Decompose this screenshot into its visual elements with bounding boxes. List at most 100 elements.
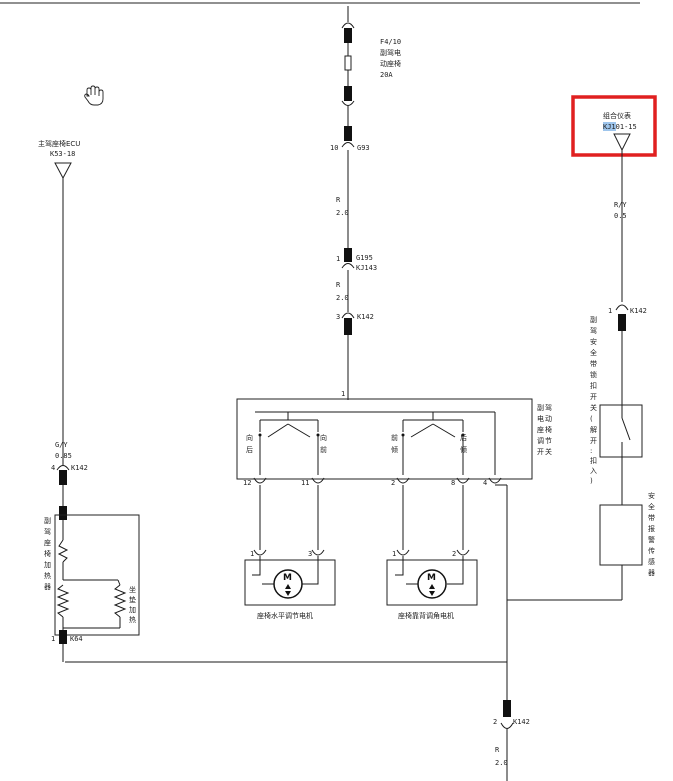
cluster-pin-highlight bbox=[603, 122, 616, 131]
svg-text:开: 开 bbox=[537, 448, 544, 456]
switch3-label-a: 前 bbox=[391, 433, 398, 442]
switch-pin-11: 11 bbox=[301, 479, 309, 487]
svg-text:椅: 椅 bbox=[44, 549, 51, 558]
svg-text:带: 带 bbox=[590, 360, 597, 368]
switch1-label-a: 向 bbox=[246, 433, 253, 442]
svg-text:加: 加 bbox=[129, 605, 136, 614]
wire2-color: R bbox=[336, 281, 341, 289]
svg-text:3: 3 bbox=[308, 550, 312, 558]
svg-text:报: 报 bbox=[648, 524, 655, 533]
svg-text:2: 2 bbox=[452, 550, 456, 558]
heater-pad-label: 坐 垫 加 热 bbox=[129, 585, 136, 624]
svg-text:热: 热 bbox=[129, 615, 136, 624]
wire2-size: 2.0 bbox=[336, 294, 349, 302]
cluster-branch: 组合仪表 KJ101-15 R/Y 0.5 1 K142 bbox=[571, 95, 657, 405]
motor-backrest: 1 2 M 座椅靠背调角电机 bbox=[386, 549, 478, 620]
svg-text:安: 安 bbox=[648, 491, 655, 500]
switch-pin-2: 2 bbox=[391, 479, 395, 487]
switch3-label-b: 倾 bbox=[391, 445, 398, 454]
svg-text:警: 警 bbox=[648, 535, 655, 544]
switch4-label-b: 倾 bbox=[460, 445, 467, 454]
k64-pin: 1 bbox=[51, 635, 55, 643]
svg-text:关: 关 bbox=[545, 447, 552, 456]
svg-text:座: 座 bbox=[537, 425, 544, 434]
svg-text:驾: 驾 bbox=[590, 326, 597, 335]
wire4-color: R/Y bbox=[614, 201, 627, 209]
svg-text:安: 安 bbox=[590, 337, 597, 346]
seat-switch-box: 向 后 向 前 前 倾 后 倾 副 驾 电 动 座 椅 调 节 开 关 12 bbox=[236, 398, 552, 487]
switch2-label-b: 前 bbox=[320, 445, 327, 454]
belt-sensor: 安 全 带 报 警 传 感 器 bbox=[599, 491, 655, 600]
kj143-label: KJ143 bbox=[356, 264, 377, 272]
k142a-label: K142 bbox=[357, 313, 374, 321]
switch-box-label: 副 驾 电 动 座 椅 调 节 开 关 bbox=[537, 403, 552, 456]
ground-bus bbox=[65, 484, 622, 700]
motor2-name: 座椅靠背调角电机 bbox=[398, 611, 454, 620]
hand-cursor-icon bbox=[84, 85, 104, 106]
sensor-label: 安 全 带 报 警 传 感 器 bbox=[648, 491, 655, 577]
svg-text:副: 副 bbox=[590, 315, 597, 324]
svg-text:全: 全 bbox=[648, 502, 655, 511]
fuse-name-l2: 动座椅 bbox=[380, 59, 401, 68]
k64-label: K64 bbox=[70, 635, 83, 643]
svg-text:1: 1 bbox=[250, 550, 254, 558]
g195-pin: 1 bbox=[336, 255, 340, 263]
buckle-label: 副 驾 安 全 带 锁 扣 开 关 ( 解 开 : 扣 入 ) bbox=[590, 315, 597, 485]
g93-label: G93 bbox=[357, 144, 370, 152]
switch-pin-12: 12 bbox=[243, 479, 251, 487]
ecu-pin: K53-18 bbox=[50, 150, 75, 158]
wire4-size: 0.5 bbox=[614, 212, 627, 220]
fuse-name-l1: 副驾电 bbox=[380, 48, 401, 57]
k142a-pin: 3 bbox=[336, 313, 340, 321]
switch2-label-a: 向 bbox=[320, 433, 327, 442]
svg-text:坐: 坐 bbox=[129, 585, 136, 594]
svg-text:驾: 驾 bbox=[545, 403, 552, 412]
switch1-label-b: 后 bbox=[246, 445, 253, 454]
cluster-terminal-icon bbox=[613, 133, 631, 152]
wire3-color: G/Y bbox=[55, 441, 68, 449]
wire1-size: 2.0 bbox=[336, 209, 349, 217]
k142c-label: K142 bbox=[630, 307, 647, 315]
wire5-color: R bbox=[495, 746, 500, 754]
cluster-pin: KJ101-15 bbox=[603, 123, 637, 131]
svg-text:开: 开 bbox=[590, 393, 597, 401]
svg-text:垫: 垫 bbox=[129, 595, 136, 604]
fuse-symbol bbox=[344, 55, 352, 71]
svg-text:加: 加 bbox=[44, 560, 51, 569]
svg-text:座: 座 bbox=[44, 538, 51, 547]
svg-text:带: 带 bbox=[648, 514, 655, 522]
svg-text:扣: 扣 bbox=[590, 381, 597, 390]
k142b-pin: 4 bbox=[51, 464, 55, 472]
svg-text:开: 开 bbox=[590, 437, 597, 445]
svg-text:扣: 扣 bbox=[590, 456, 597, 465]
ground-connector: 2 K142 R 2.0 bbox=[493, 700, 530, 781]
svg-text:电: 电 bbox=[537, 414, 544, 423]
ecu-terminal-icon bbox=[54, 162, 72, 180]
seat-heater: 副 驾 座 椅 加 热 器 坐 垫 加 热 1 K64 bbox=[44, 514, 140, 662]
motor2-symbol: M bbox=[427, 573, 436, 583]
motor1-symbol: M bbox=[283, 573, 292, 583]
svg-text::: : bbox=[590, 447, 592, 455]
svg-text:入: 入 bbox=[590, 467, 597, 475]
fuse-rating: 20A bbox=[380, 71, 393, 79]
svg-text:椅: 椅 bbox=[545, 425, 552, 434]
motor1-name: 座椅水平调节电机 bbox=[257, 611, 313, 620]
svg-text:锁: 锁 bbox=[590, 370, 597, 379]
svg-text:感: 感 bbox=[648, 557, 655, 566]
svg-text:器: 器 bbox=[648, 569, 655, 577]
svg-text:驾: 驾 bbox=[44, 527, 51, 536]
k142b-label: K142 bbox=[71, 464, 88, 472]
svg-text:(: ( bbox=[590, 415, 593, 423]
svg-text:热: 热 bbox=[44, 571, 51, 580]
svg-text:动: 动 bbox=[545, 414, 552, 423]
wire1-color: R bbox=[336, 196, 341, 204]
heater-label: 副 驾 座 椅 加 热 器 bbox=[44, 516, 51, 591]
fuse-id: F4/10 bbox=[380, 38, 401, 46]
svg-text:副: 副 bbox=[44, 516, 51, 525]
switch-pin-4: 4 bbox=[483, 479, 487, 487]
svg-text:): ) bbox=[590, 477, 593, 485]
wire5-size: 2.0 bbox=[495, 759, 508, 767]
svg-text:解: 解 bbox=[590, 425, 597, 434]
svg-text:调: 调 bbox=[537, 436, 544, 445]
